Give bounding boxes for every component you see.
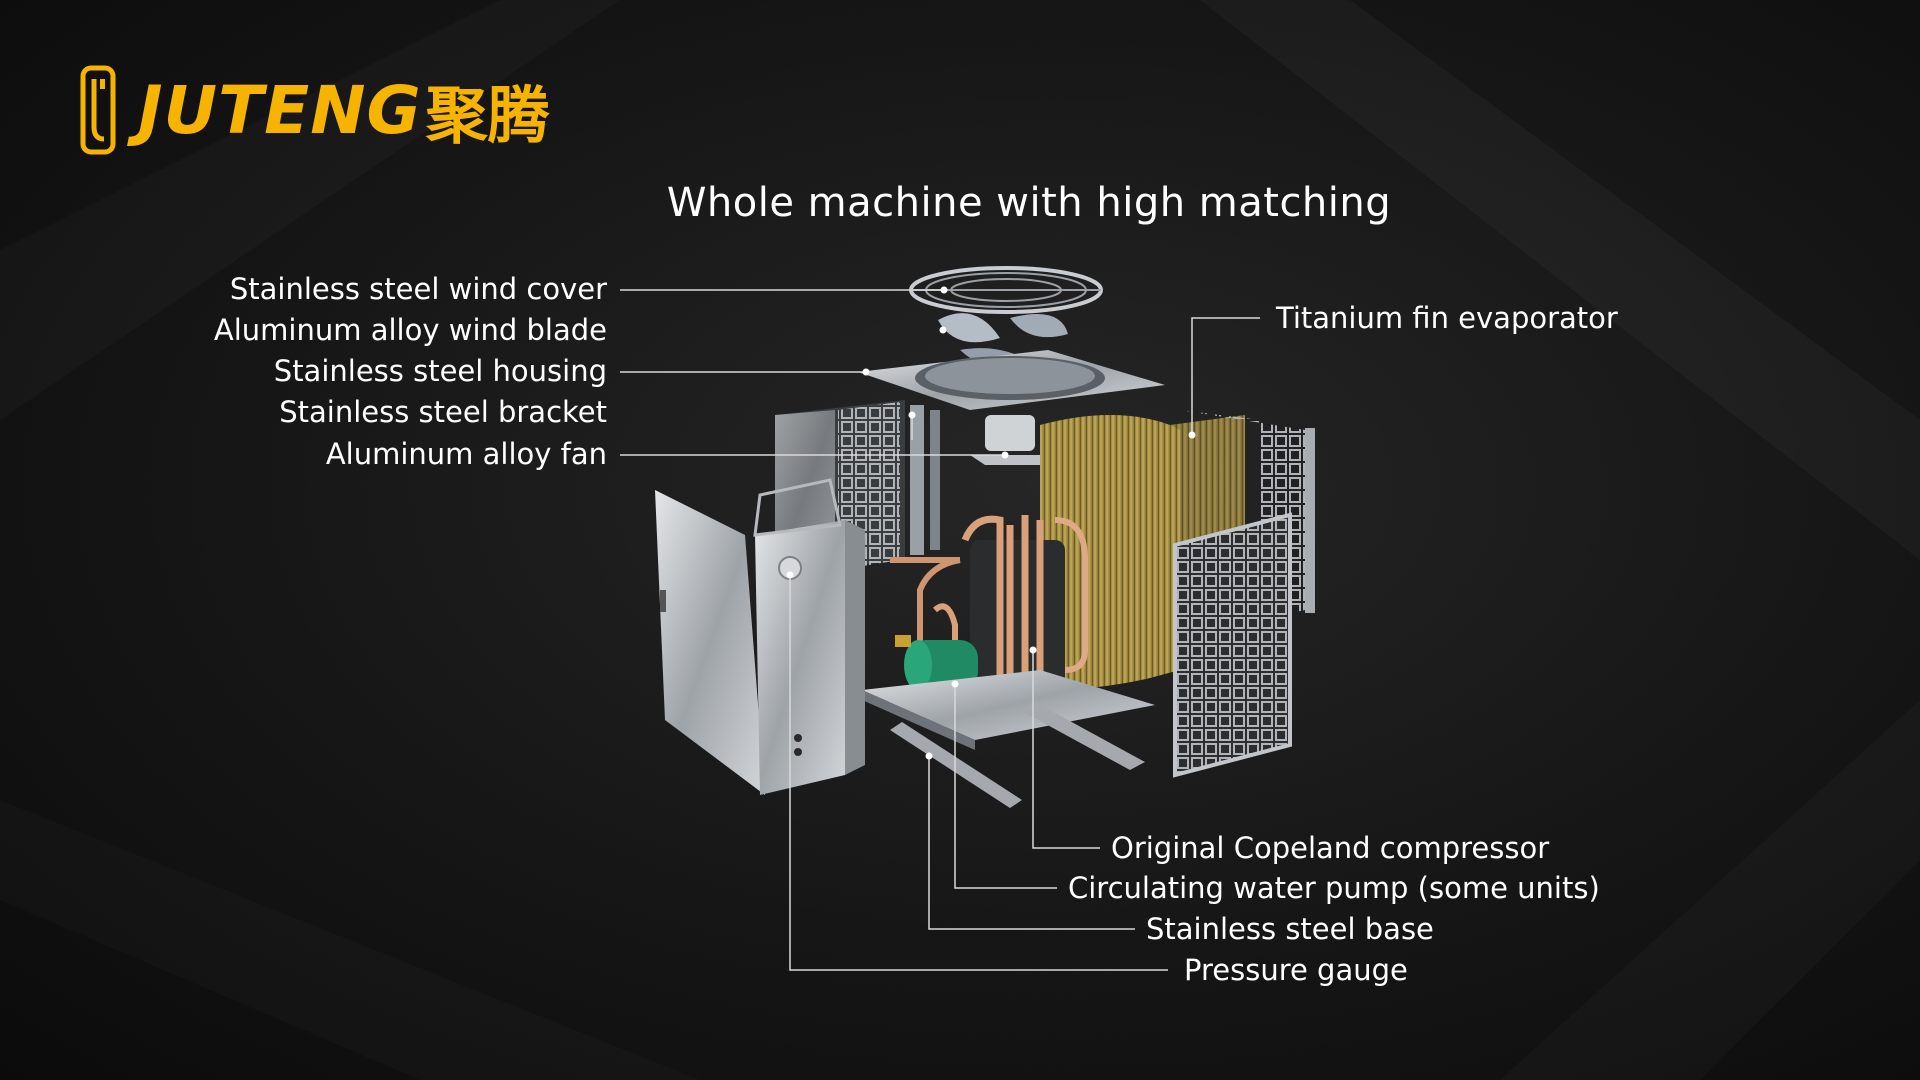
leader-base [928, 756, 1135, 930]
dot-wind-cover [940, 286, 948, 294]
leader-pressure-gauge [789, 575, 1168, 971]
leader-water-pump [954, 684, 1057, 889]
water-pump-part [895, 603, 978, 690]
label-bracket: Stainless steel bracket [279, 395, 607, 429]
housing-part [858, 350, 1165, 410]
label-base: Stainless steel base [1146, 912, 1434, 946]
dot-water-pump [951, 680, 959, 688]
front-door-panel [655, 490, 765, 795]
brand-logo: JUTENG 聚腾 [80, 60, 550, 160]
fan-motor-part [970, 415, 1060, 465]
label-wind-blade: Aluminum alloy wind blade [213, 313, 607, 347]
label-pressure-gauge: Pressure gauge [1184, 953, 1408, 987]
leader-evaporator [1191, 317, 1260, 435]
brand-mark-icon [80, 65, 116, 155]
leader-compressor [1032, 650, 1100, 849]
label-water-pump: Circulating water pump (some units) [1068, 871, 1600, 905]
brand-name: JUTENG [138, 71, 422, 149]
dot-fan [1001, 451, 1009, 459]
label-fan: Aluminum alloy fan [325, 437, 607, 471]
dot-compressor [1029, 646, 1037, 654]
front-grid-panel [1173, 512, 1292, 778]
label-compressor: Original Copeland compressor [1111, 831, 1550, 865]
dot-housing [862, 368, 870, 376]
label-wind-cover: Stainless steel wind cover [229, 272, 607, 306]
bracket-part [910, 405, 940, 555]
page-title: Whole machine with high matching [666, 180, 1392, 226]
brand-name-cn: 聚腾 [425, 79, 550, 152]
dot-bracket [908, 411, 916, 419]
dot-pressure-gauge [786, 571, 794, 579]
dot-wind-blade [939, 326, 947, 334]
base-part [862, 670, 1155, 808]
dot-base [925, 752, 933, 760]
label-evaporator: Titanium fin evaporator [1276, 301, 1618, 335]
label-housing: Stainless steel housing [273, 354, 607, 388]
dot-evaporator [1188, 431, 1196, 439]
electrical-box-part [753, 478, 865, 795]
compressor-part [890, 515, 1088, 700]
